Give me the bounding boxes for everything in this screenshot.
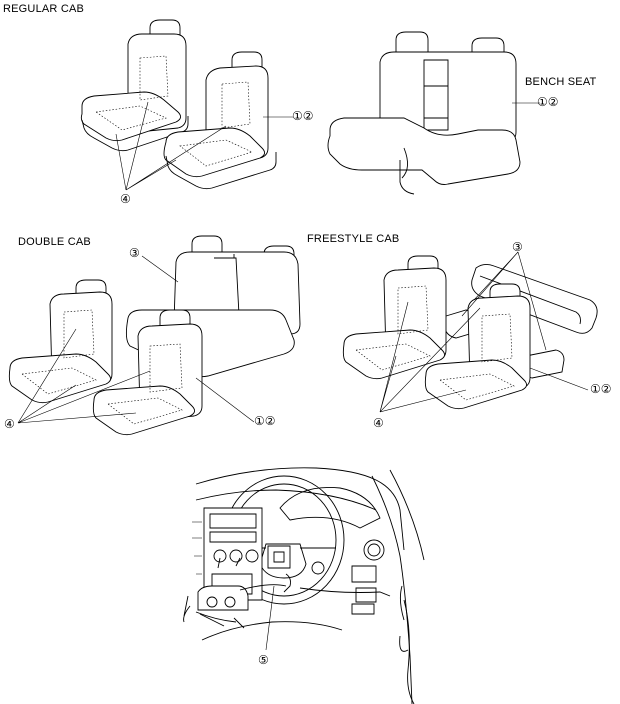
callout-4-regular: ④ [120,192,131,206]
double-cab-label: DOUBLE CAB [18,236,91,248]
callout-1-2-double: ①② [254,414,276,428]
dashboard-interior-view [183,467,425,704]
leader-4-regular [115,101,227,191]
leader-3-double [141,255,179,283]
freestyle-rear-jump-seat [443,263,598,379]
callout-4-freestyle: ④ [373,416,384,430]
leader-1-2-double [195,377,255,423]
leader-5-dashboard [265,585,275,651]
freestyle-left-seat [342,255,447,380]
regular-cab-label: REGULAR CAB [3,3,85,15]
callout-4-double: ④ [4,417,15,431]
freestyle-right-seat [424,283,531,410]
freestyle-cab-label: FREESTYLE CAB [307,233,400,245]
leader-3-freestyle [461,251,547,351]
bench-seat-label: BENCH SEAT [525,76,597,88]
bench-seat [327,31,521,195]
callout-5-dashboard: ⑤ [258,653,269,667]
regular-cab-right-seat [163,51,277,190]
callout-1-2-bench: ①② [537,95,559,109]
double-cab-left-seat [8,279,113,404]
leader-4-freestyle [379,301,481,413]
leader-1-2-freestyle [529,367,589,391]
regular-cab-left-seat [80,19,189,152]
callout-3-freestyle: ③ [512,240,523,254]
double-cab-right-seat [92,309,203,436]
callout-3-double: ③ [129,246,140,260]
callout-1-2-freestyle: ①② [590,382,612,396]
leader-4-double [17,328,151,424]
callout-1-2-regular: ①② [292,109,314,123]
